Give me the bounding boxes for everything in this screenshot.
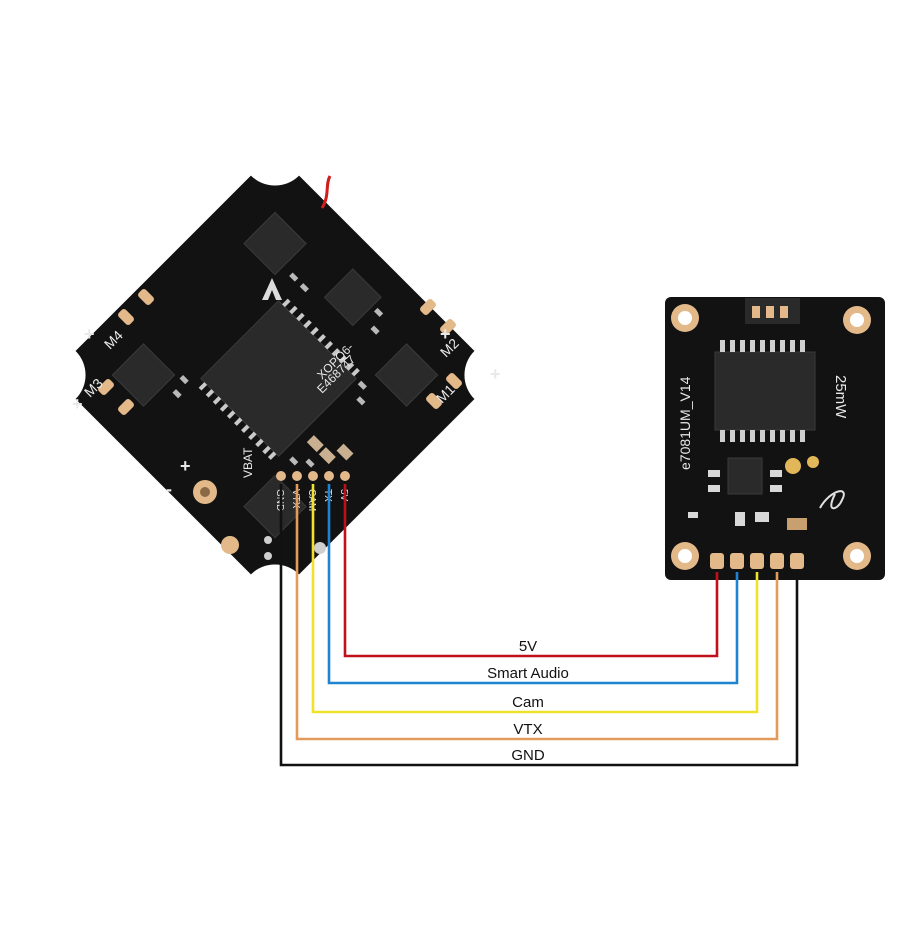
fc-battery-pad [221, 536, 239, 554]
fc-battery-plus: + [180, 456, 191, 476]
fc-battery-pad-hole [200, 487, 210, 497]
fc-plus-sign: + [72, 394, 83, 414]
fc-logo-icon [262, 278, 282, 300]
fc-esc-chip [243, 211, 307, 276]
fc-esc-chip [111, 343, 176, 407]
fc-gyro-chip [323, 268, 382, 327]
vtx-test-point [785, 458, 801, 474]
fc-motor-pads [98, 289, 462, 415]
vtx-main-chip-pins [720, 340, 805, 442]
fc-pad-label: CAM [306, 489, 317, 511]
wire-gnd [279, 484, 799, 767]
fc-corner-notch [464, 341, 533, 409]
fc-pad-label: 5V [338, 489, 349, 502]
fc-plus-sign: + [490, 364, 501, 384]
vtx-small-components [688, 470, 782, 526]
fc-esc-chip [243, 474, 307, 539]
fc-pad-label: GND [274, 489, 285, 511]
fc-vbat-label: VBAT [241, 447, 255, 478]
fc-battery-minus: - [166, 479, 172, 499]
vtx-mount-holes [671, 304, 871, 570]
wire-label: VTX [513, 721, 542, 738]
fc-esc-chip [374, 343, 439, 407]
vtx-main-chip [714, 351, 816, 431]
vtx-board: e7081UM_V14 25mW [665, 297, 885, 580]
vtx-model-label: e7081UM_V14 [677, 376, 693, 470]
fc-pad-label: VTX [290, 489, 301, 509]
vtx-test-point [807, 456, 819, 468]
wire-label: GND [511, 747, 545, 764]
fc-plus-sign: + [440, 324, 451, 344]
fc-corner-notch [241, 564, 309, 633]
fc-component [264, 536, 272, 544]
fc-small-components [172, 272, 384, 468]
fc-capacitors [306, 435, 354, 465]
fc-pad-label: TX [322, 489, 333, 502]
flight-controller-board: M2 M1 M4 M3 + + + + + - VBAT XOPQ6- E468… [17, 117, 533, 633]
fc-corner-notch [17, 340, 86, 409]
vtx-regulator-chip [727, 457, 763, 495]
fc-plus-sign: + [84, 324, 95, 344]
vtx-logo-icon [819, 490, 845, 510]
fc-receiver-antenna [320, 175, 332, 209]
fc-pad-labels: GND VTX CAM TX 5V [274, 489, 349, 511]
wire-label: Smart Audio [487, 665, 569, 682]
vtx-output-pads [710, 553, 804, 569]
wire-5v [343, 484, 719, 658]
fc-main-chip-pins [198, 298, 360, 460]
vtx-capacitor [787, 518, 807, 530]
fc-component [264, 552, 272, 560]
wire-cam [311, 484, 759, 714]
fc-component [314, 542, 326, 554]
fc-corner-notch [241, 117, 309, 186]
wire-label: 5V [519, 638, 537, 655]
wire-label: Cam [512, 694, 544, 711]
wire-vtx [295, 484, 779, 741]
fc-vtx-pads [276, 471, 350, 481]
vtx-power-label: 25mW [832, 375, 849, 419]
wire-smart-audio [327, 484, 739, 685]
